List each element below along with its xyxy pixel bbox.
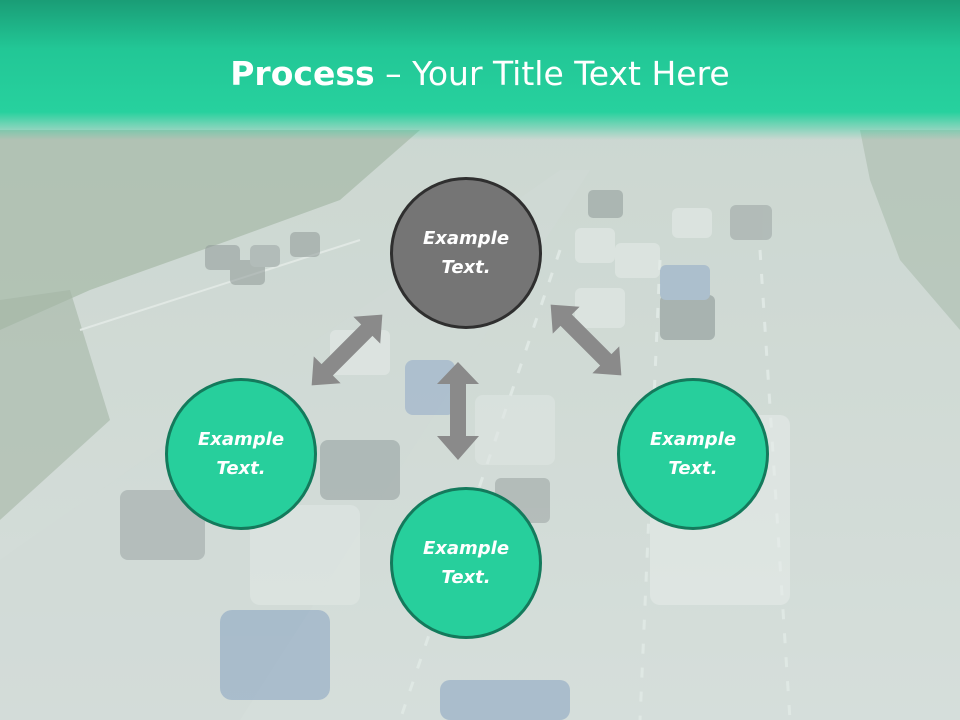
node-left: Example Text. bbox=[165, 378, 317, 530]
node-top-label: Example Text. bbox=[422, 228, 510, 278]
title-bar bbox=[0, 0, 960, 140]
arrow-top-left bbox=[311, 314, 383, 386]
node-bottom-label: Example Text. bbox=[422, 538, 510, 588]
slide-title: Process – Your Title Text Here bbox=[0, 52, 960, 96]
node-right-label: Example Text. bbox=[649, 429, 737, 479]
arrow-top-right bbox=[550, 304, 622, 376]
arrow-top-bottom bbox=[437, 362, 479, 460]
node-left-label: Example Text. bbox=[197, 429, 285, 479]
node-bottom: Example Text. bbox=[390, 487, 542, 639]
title-bold: Process bbox=[230, 54, 375, 93]
node-top: Example Text. bbox=[390, 177, 542, 329]
node-right: Example Text. bbox=[617, 378, 769, 530]
title-rest: – Your Title Text Here bbox=[374, 54, 730, 93]
